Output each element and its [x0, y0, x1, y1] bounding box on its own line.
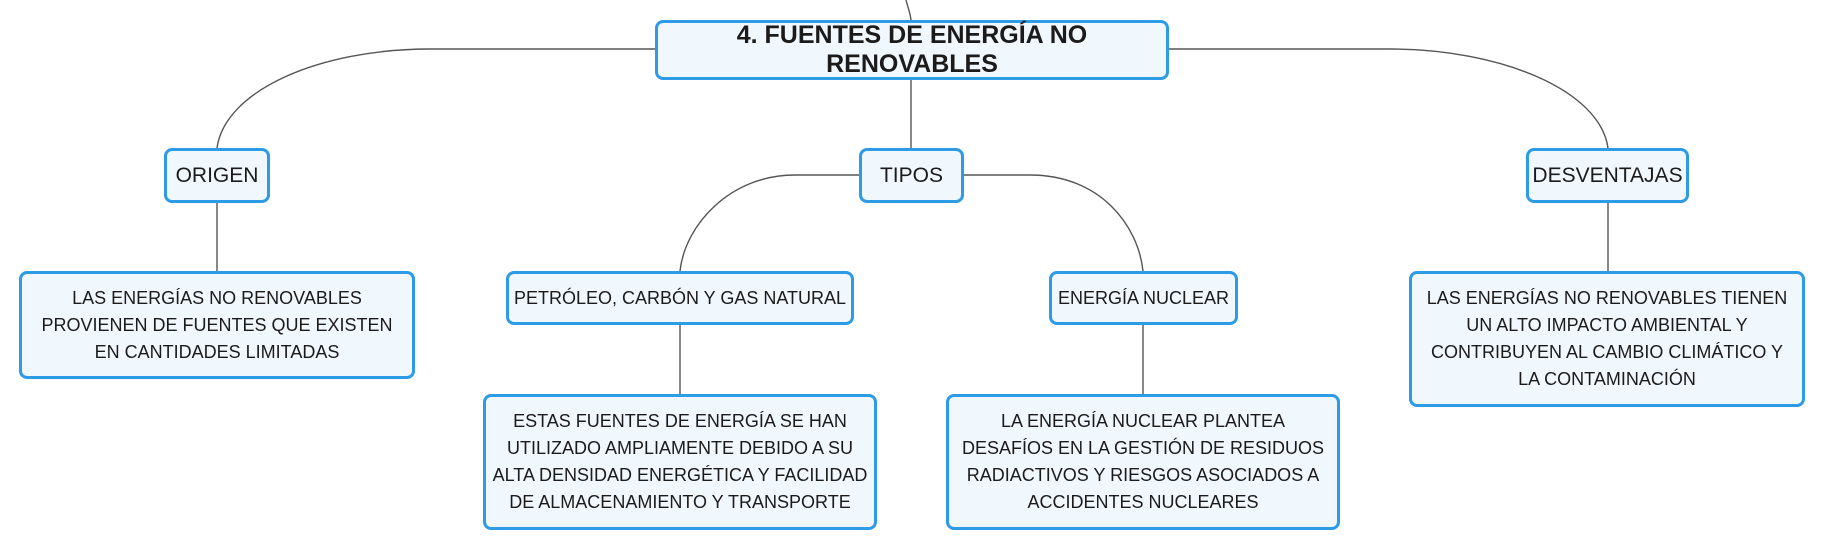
- subbranch-label-petroleo: PETRÓLEO, CARBÓN Y GAS NATURAL: [513, 287, 847, 308]
- root-label: 4. FUENTES DE ENERGÍA NO RENOVABLES: [736, 21, 1088, 78]
- branch-label-tipos: TIPOS: [879, 163, 943, 187]
- detail-text-nuclear: LA ENERGÍA NUCLEAR PLANTEA DESAFÍOS EN L…: [961, 411, 1325, 512]
- detail-text-petroleo: ESTAS FUENTES DE ENERGÍA SE HAN UTILIZAD…: [492, 411, 868, 512]
- detail-text-origen: LAS ENERGÍAS NO RENOVABLES PROVIENEN DE …: [41, 287, 393, 362]
- root-node[interactable]: 4. FUENTES DE ENERGÍA NO RENOVABLES: [655, 20, 1169, 80]
- connector-root-desventajas: [1168, 48, 1609, 149]
- subbranch-node-petroleo[interactable]: PETRÓLEO, CARBÓN Y GAS NATURAL: [506, 271, 854, 325]
- subbranch-node-nuclear[interactable]: ENERGÍA NUCLEAR: [1049, 271, 1238, 325]
- branch-label-origen: ORIGEN: [175, 163, 259, 187]
- detail-node-petroleo[interactable]: ESTAS FUENTES DE ENERGÍA SE HAN UTILIZAD…: [483, 394, 877, 530]
- connector-root-origen: [216, 48, 655, 149]
- detail-node-origen[interactable]: LAS ENERGÍAS NO RENOVABLES PROVIENEN DE …: [19, 271, 415, 379]
- detail-node-desventajas[interactable]: LAS ENERGÍAS NO RENOVABLES TIENEN UN ALT…: [1409, 271, 1805, 407]
- connector-tipos-nuclear: [963, 174, 1144, 272]
- branch-node-tipos[interactable]: TIPOS: [859, 148, 964, 203]
- connector-tipos-petroleo: [679, 174, 860, 272]
- subbranch-label-nuclear: ENERGÍA NUCLEAR: [1057, 287, 1230, 308]
- detail-node-nuclear[interactable]: LA ENERGÍA NUCLEAR PLANTEA DESAFÍOS EN L…: [946, 394, 1340, 530]
- connector-parent-root: [905, 0, 912, 21]
- branch-node-origen[interactable]: ORIGEN: [164, 148, 270, 203]
- branch-label-desventajas: DESVENTAJAS: [1532, 163, 1683, 187]
- detail-text-desventajas: LAS ENERGÍAS NO RENOVABLES TIENEN UN ALT…: [1426, 288, 1788, 389]
- branch-node-desventajas[interactable]: DESVENTAJAS: [1526, 148, 1689, 203]
